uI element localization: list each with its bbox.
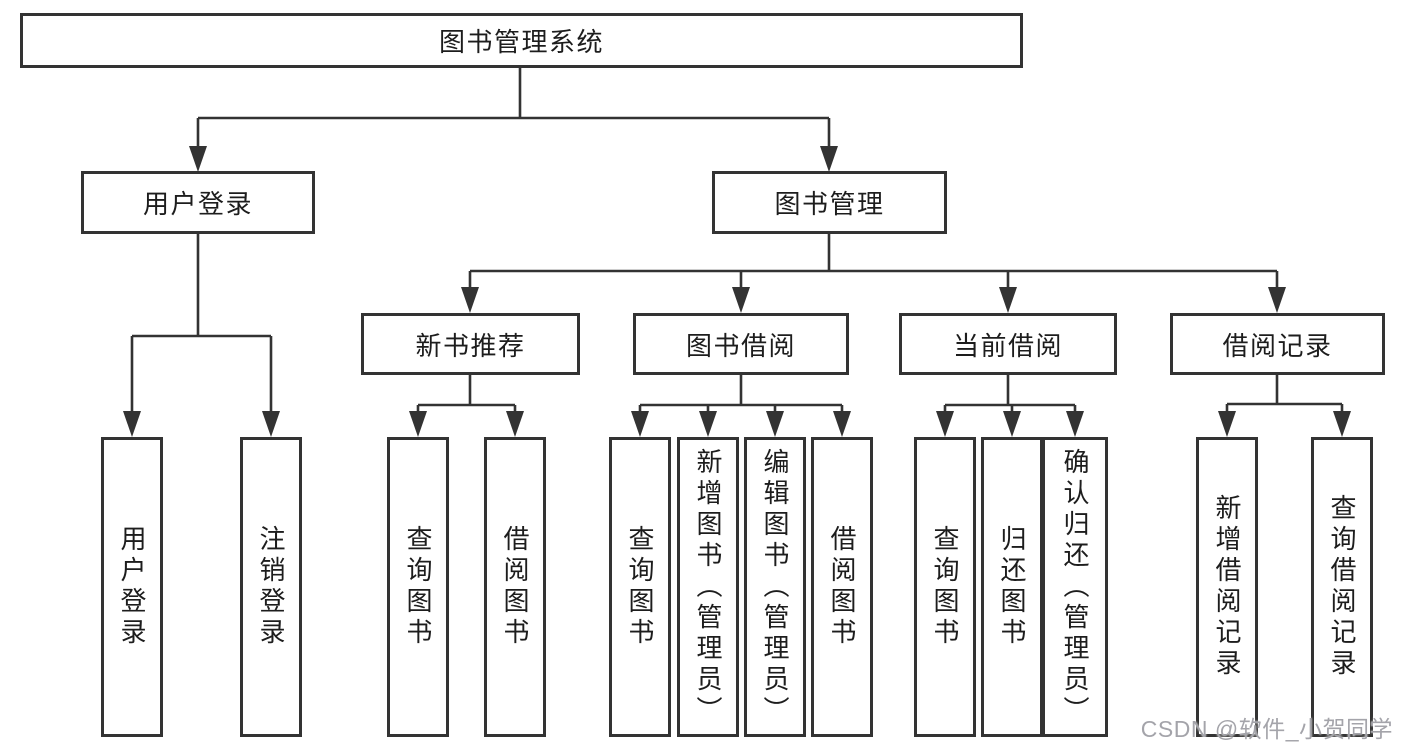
leaf-query-borrow-record: 查询借阅记录: [1311, 437, 1373, 737]
leaf-confirm-return-admin: 确认归还（管理员）: [1042, 437, 1108, 737]
node-user-login: 用户登录: [81, 171, 315, 234]
leaf-borrow-books-2-label: 借阅图书: [827, 525, 857, 649]
leaf-logout: 注销登录: [240, 437, 302, 737]
leaf-edit-books-admin-label: 编辑图书（管理员）: [760, 447, 790, 727]
node-book-borrow: 图书借阅: [633, 313, 849, 375]
leaf-query-books-2-label: 查询图书: [625, 525, 655, 649]
node-current-borrow: 当前借阅: [899, 313, 1117, 375]
leaf-edit-books-admin: 编辑图书（管理员）: [744, 437, 806, 737]
leaf-query-books-3: 查询图书: [914, 437, 976, 737]
connector-userlogin-to-leaves: [130, 234, 273, 414]
leaf-query-books-3-label: 查询图书: [930, 525, 960, 649]
node-root-library-system: 图书管理系统: [20, 13, 1023, 68]
connector-bookborrow-to-leaves: [638, 375, 844, 414]
node-book-management: 图书管理: [712, 171, 947, 234]
leaf-borrow-books-1: 借阅图书: [484, 437, 546, 737]
connector-newbook-to-leaves: [416, 375, 517, 414]
leaf-query-books-1-label: 查询图书: [403, 525, 433, 649]
leaf-borrow-books-1-label: 借阅图书: [500, 525, 530, 649]
leaf-add-borrow-record-label: 新增借阅记录: [1212, 494, 1242, 680]
leaf-query-books-2: 查询图书: [609, 437, 671, 737]
node-borrow-records: 借阅记录: [1170, 313, 1385, 375]
leaf-borrow-books-2: 借阅图书: [811, 437, 873, 737]
leaf-logout-label: 注销登录: [256, 525, 286, 649]
node-new-book-recommend: 新书推荐: [361, 313, 580, 375]
connector-records-to-leaves: [1225, 375, 1344, 414]
leaf-user-login-label: 用户登录: [117, 525, 147, 649]
leaf-query-books-1: 查询图书: [387, 437, 449, 737]
leaf-return-books: 归还图书: [981, 437, 1043, 737]
leaf-add-books-admin-label: 新增图书（管理员）: [693, 447, 723, 727]
csdn-watermark: CSDN @软件_小贺同学: [1140, 716, 1393, 742]
connector-root-to-level2: [196, 68, 831, 150]
leaf-add-books-admin: 新增图书（管理员）: [677, 437, 739, 737]
leaf-add-borrow-record: 新增借阅记录: [1196, 437, 1258, 737]
leaf-user-login: 用户登录: [101, 437, 163, 737]
leaf-return-books-label: 归还图书: [997, 525, 1027, 649]
leaf-confirm-return-admin-label: 确认归还（管理员）: [1060, 447, 1090, 727]
leaf-query-borrow-record-label: 查询借阅记录: [1327, 494, 1357, 680]
connector-bookmgmt-to-level3: [468, 234, 1279, 291]
connector-currentborrow-to-leaves: [943, 375, 1077, 414]
